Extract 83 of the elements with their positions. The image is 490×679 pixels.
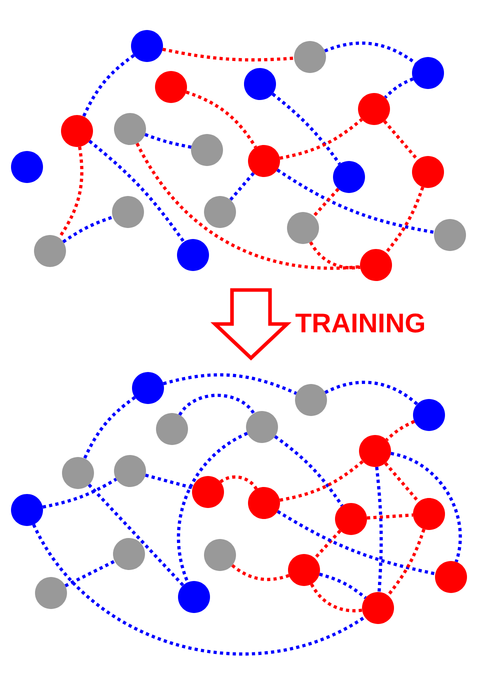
dotted-edge: [42, 478, 118, 509]
node-circle: [35, 577, 67, 609]
dotted-edge: [62, 216, 114, 244]
node-circle: [11, 151, 43, 183]
node-circle: [413, 399, 445, 431]
dotted-edge: [386, 528, 426, 596]
dotted-edge: [383, 120, 419, 161]
dotted-edge: [163, 373, 298, 395]
node-circle: [114, 455, 146, 487]
dotted-edge: [274, 435, 344, 507]
dotted-edge: [136, 142, 360, 270]
dotted-edge: [384, 186, 424, 254]
arrow-label: TRAINING: [296, 313, 424, 333]
node-circle: [61, 115, 93, 147]
node-circle: [435, 561, 467, 593]
node-circle: [287, 212, 319, 244]
node-circle: [192, 476, 224, 508]
dotted-edge: [88, 484, 184, 586]
dotted-edge: [162, 48, 294, 62]
dotted-edge: [82, 54, 135, 118]
node-circle: [294, 41, 326, 73]
node-circle: [288, 554, 320, 586]
node-circle: [11, 494, 43, 526]
dotted-edge: [319, 572, 367, 600]
dotted-edge: [312, 188, 340, 218]
dotted-edge: [366, 513, 414, 520]
dotted-edge: [324, 380, 418, 406]
node-circle: [295, 384, 327, 416]
dotted-edge: [276, 168, 435, 234]
dotted-edge: [385, 420, 415, 442]
node-circle: [62, 457, 94, 489]
dotted-edge: [64, 560, 116, 588]
node-circle: [362, 592, 394, 624]
dotted-edge: [220, 475, 258, 490]
node-circle: [359, 435, 391, 467]
node-circle: [246, 411, 278, 443]
node-circle: [131, 30, 163, 62]
node-circle: [413, 498, 445, 530]
node-circle: [333, 161, 365, 193]
dotted-edge: [58, 146, 84, 239]
node-circle: [177, 239, 209, 271]
node-circle: [244, 68, 276, 100]
node-circle: [156, 413, 188, 445]
node-circle: [412, 57, 444, 89]
node-circle: [248, 145, 280, 177]
dotted-edge: [384, 77, 414, 99]
node-circle: [204, 196, 236, 228]
dotted-edge: [231, 564, 290, 582]
node-circle: [434, 219, 466, 251]
node-circle: [204, 539, 236, 571]
dotted-edge: [88, 140, 186, 243]
node-circle: [358, 93, 390, 125]
dotted-edge: [390, 452, 462, 562]
dotted-edge: [384, 462, 420, 503]
node-circle: [178, 581, 210, 613]
dotted-edge: [186, 90, 257, 148]
dotted-edge: [176, 432, 248, 583]
dotted-edge: [324, 42, 416, 64]
dotted-edge: [279, 118, 363, 160]
node-circle: [114, 113, 146, 145]
dotted-edge: [310, 583, 362, 612]
node-circle: [191, 134, 223, 166]
node-circle: [155, 71, 187, 103]
dotted-edge: [144, 133, 192, 149]
node-circle: [248, 487, 280, 519]
dotted-edge: [178, 394, 255, 416]
dotted-edge: [83, 396, 136, 460]
node-circle: [360, 249, 392, 281]
node-circle: [412, 156, 444, 188]
node-circle: [335, 503, 367, 535]
dotted-edge: [32, 524, 366, 656]
dotted-edge: [272, 92, 341, 165]
dotted-edge: [276, 510, 436, 576]
dotted-edge: [309, 241, 360, 270]
node-circle: [34, 235, 66, 267]
node-circle: [113, 538, 145, 570]
dotted-edge: [229, 172, 255, 201]
dotted-edge: [279, 460, 364, 502]
node-circle: [112, 196, 144, 228]
node-circle: [132, 372, 164, 404]
dotted-edge: [375, 466, 383, 592]
dotted-edge: [145, 474, 193, 490]
dotted-edge: [314, 530, 342, 560]
